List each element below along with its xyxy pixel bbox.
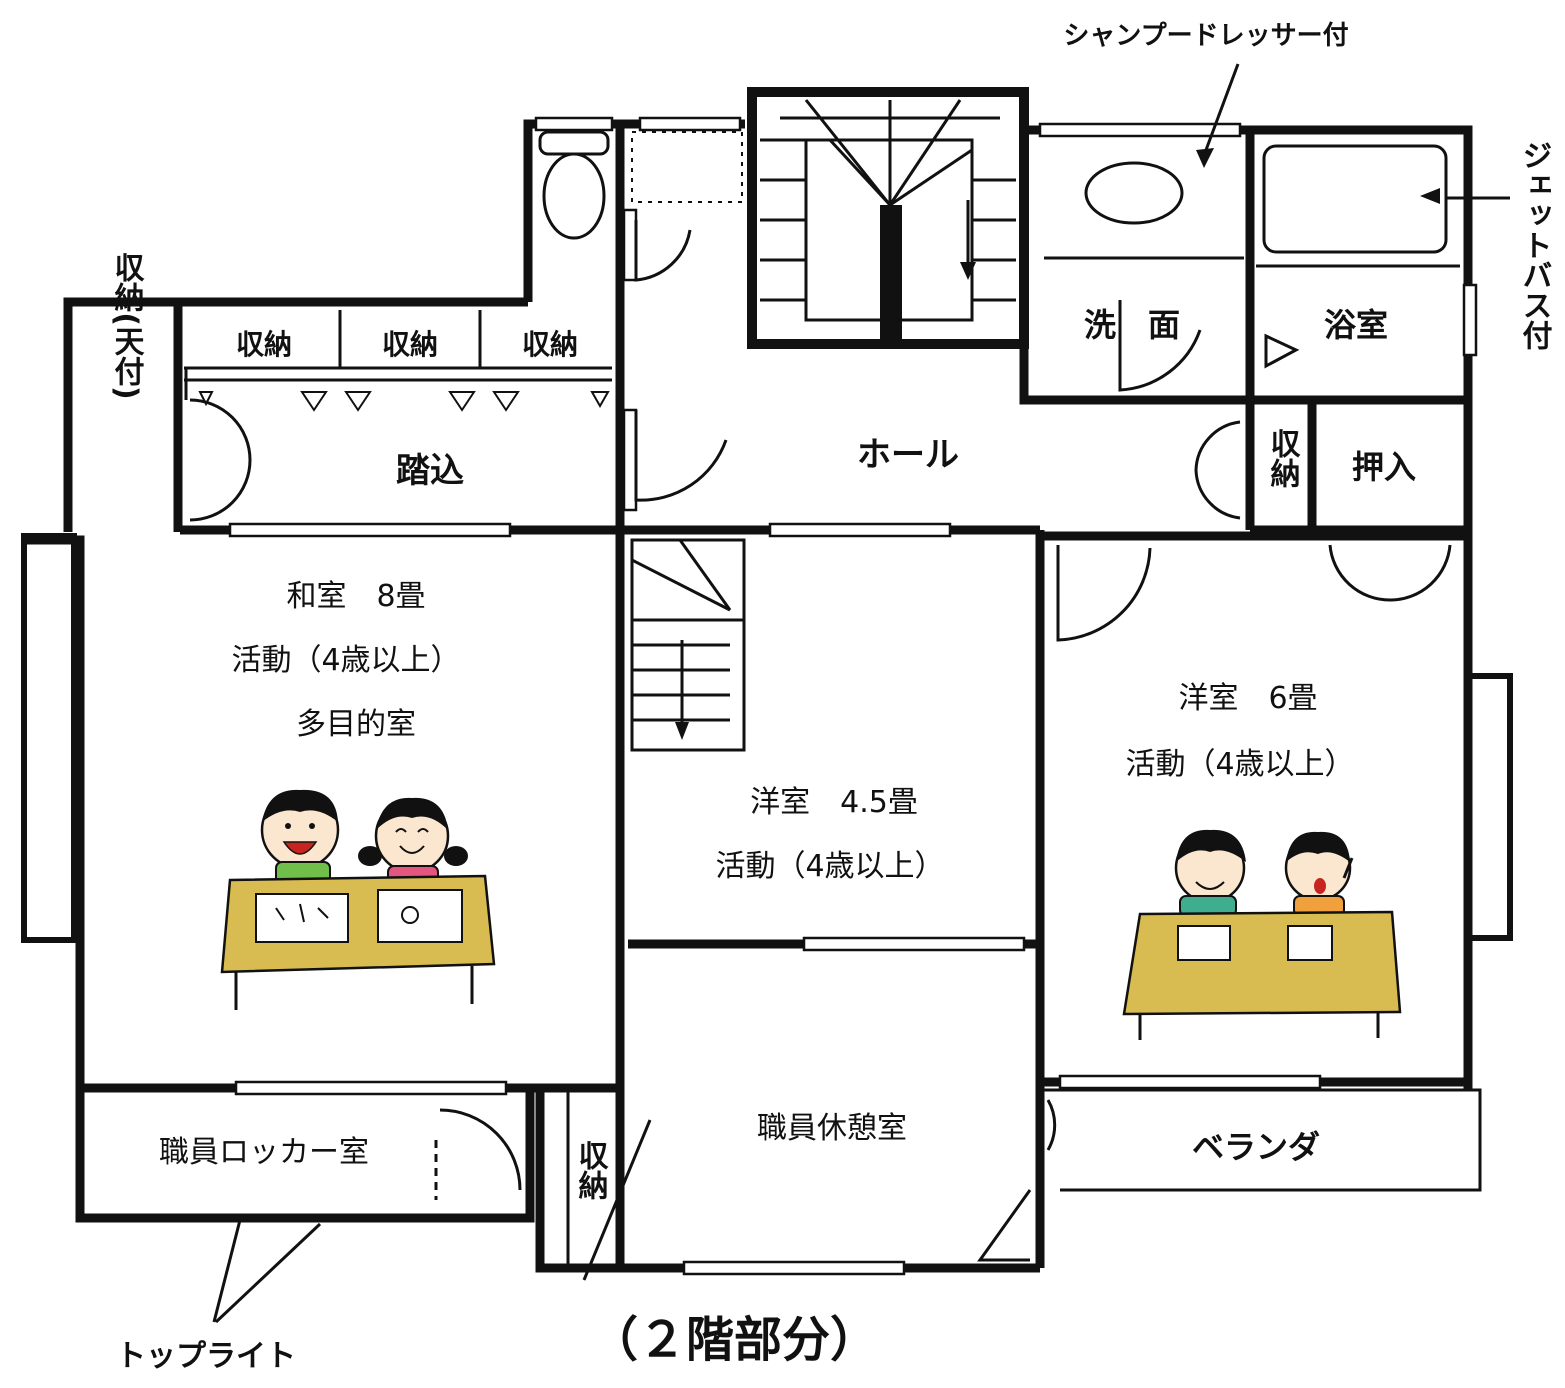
yoshitsu6-label-1: 洋室 6畳	[1178, 681, 1317, 716]
washitsu-label-1: 和室 8畳	[286, 579, 425, 614]
kids-illustration-right	[1122, 829, 1402, 1040]
washitsu-label-3: 多目的室	[296, 707, 416, 742]
washroom-label: 洗 面	[1084, 306, 1180, 344]
hall-label: ホール	[857, 435, 959, 475]
fixtures	[538, 130, 1460, 268]
staircase-lower	[630, 538, 746, 752]
jet-bath-note: ジェットバス付	[1517, 140, 1553, 350]
storage-label-3: 収納	[522, 328, 578, 361]
walk-in-label: 踏込	[396, 451, 464, 491]
storage-label-hall: 収納	[1265, 428, 1301, 488]
windows	[228, 116, 1478, 1276]
washitsu-label-2: 活動（4歳以上）	[231, 643, 460, 678]
closet-oshiire-label: 押入	[1352, 448, 1416, 486]
floor-title: （２階部分）	[590, 1312, 878, 1368]
locker-room-label: 職員ロッカー室	[159, 1135, 369, 1170]
storage-label-2: 収納	[382, 328, 438, 361]
yoshitsu45-label-1: 洋室 4.5畳	[750, 785, 918, 820]
veranda-label: ベランダ	[1192, 1128, 1320, 1166]
shampoo-dresser-note: シャンプードレッサー付	[1063, 21, 1348, 51]
storage-ceiling-label: 収納(天付)	[109, 252, 145, 399]
top-light-note: トップライト	[116, 1339, 296, 1374]
room-labels: 和室 8畳 活動（4歳以上） 多目的室 洋室 4.5畳 活動（4歳以上） 洋室 …	[109, 252, 1417, 1200]
storage-label-1: 収納	[236, 328, 292, 361]
staff-rest-room-label: 職員休憩室	[757, 1111, 907, 1146]
bathroom-label: 浴室	[1324, 306, 1388, 344]
doors	[184, 220, 1452, 1281]
staircase-main	[760, 99, 1016, 340]
kids-illustration-left	[220, 789, 496, 1010]
storage-label-bottom: 収納	[573, 1140, 609, 1200]
annotation-leaders	[212, 63, 1510, 1324]
annotations: シャンプードレッサー付 ジェットバス付 トップライト （２階部分）	[116, 21, 1553, 1374]
yoshitsu6-label-2: 活動（4歳以上）	[1125, 747, 1354, 782]
yoshitsu45-label-2: 活動（4歳以上）	[715, 849, 944, 884]
